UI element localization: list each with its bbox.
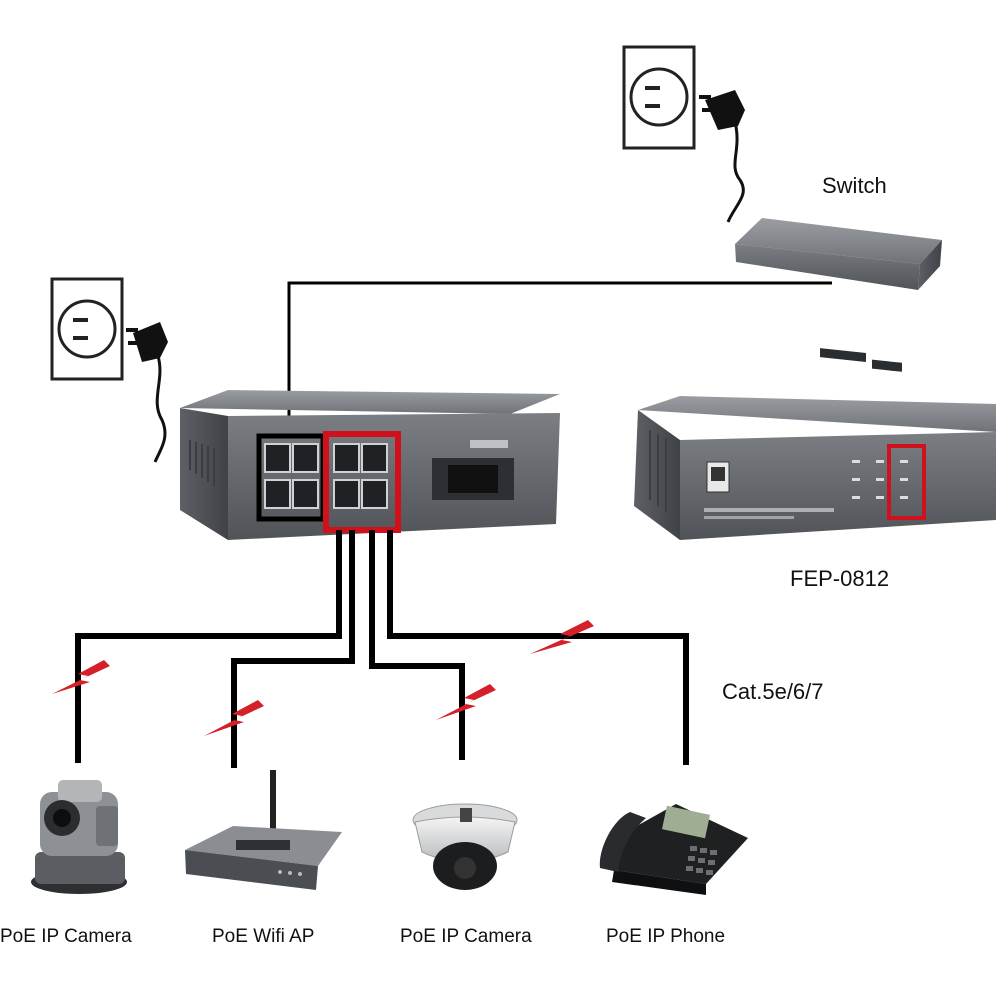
device-label-wifi-ap: PoE Wifi AP [212, 926, 315, 947]
cable-camera-2 [369, 530, 465, 760]
cable-wifi-ap [231, 530, 355, 768]
cable-camera-1 [75, 530, 342, 763]
wifi-access-point-icon [185, 770, 342, 890]
model-label: FEP-0812 [790, 566, 890, 591]
switch-label: Switch [822, 173, 887, 198]
power-plug-icon [126, 322, 168, 463]
lightning-icon [52, 660, 110, 694]
poe-switch-fep0812-icon [634, 396, 996, 540]
device-label-phone: PoE IP Phone [606, 926, 726, 947]
poe-power-symbols [52, 620, 594, 736]
ip-phone-icon [599, 804, 748, 895]
power-plug-icon [699, 90, 745, 223]
led-panel-highlight [887, 444, 926, 520]
device-label-camera-1: PoE IP Camera [0, 926, 132, 947]
switch-icon [735, 218, 942, 372]
lightning-icon [204, 700, 264, 736]
poe-ports-highlight [323, 431, 401, 533]
device-label-camera-2: PoE IP Camera [400, 926, 532, 947]
wall-outlet-icon [50, 277, 124, 381]
wall-outlet-icon [622, 45, 696, 150]
lightning-icon [436, 684, 496, 720]
poe-injector-icon [180, 390, 560, 540]
poe-cables [75, 530, 689, 768]
dome-camera-icon [412, 803, 518, 890]
cable-phone [387, 530, 689, 765]
cable-type-label: Cat.5e/6/7 [722, 679, 824, 704]
lightning-icon [530, 620, 594, 654]
ptz-camera-icon [31, 780, 127, 894]
uplink-cable [287, 281, 832, 440]
